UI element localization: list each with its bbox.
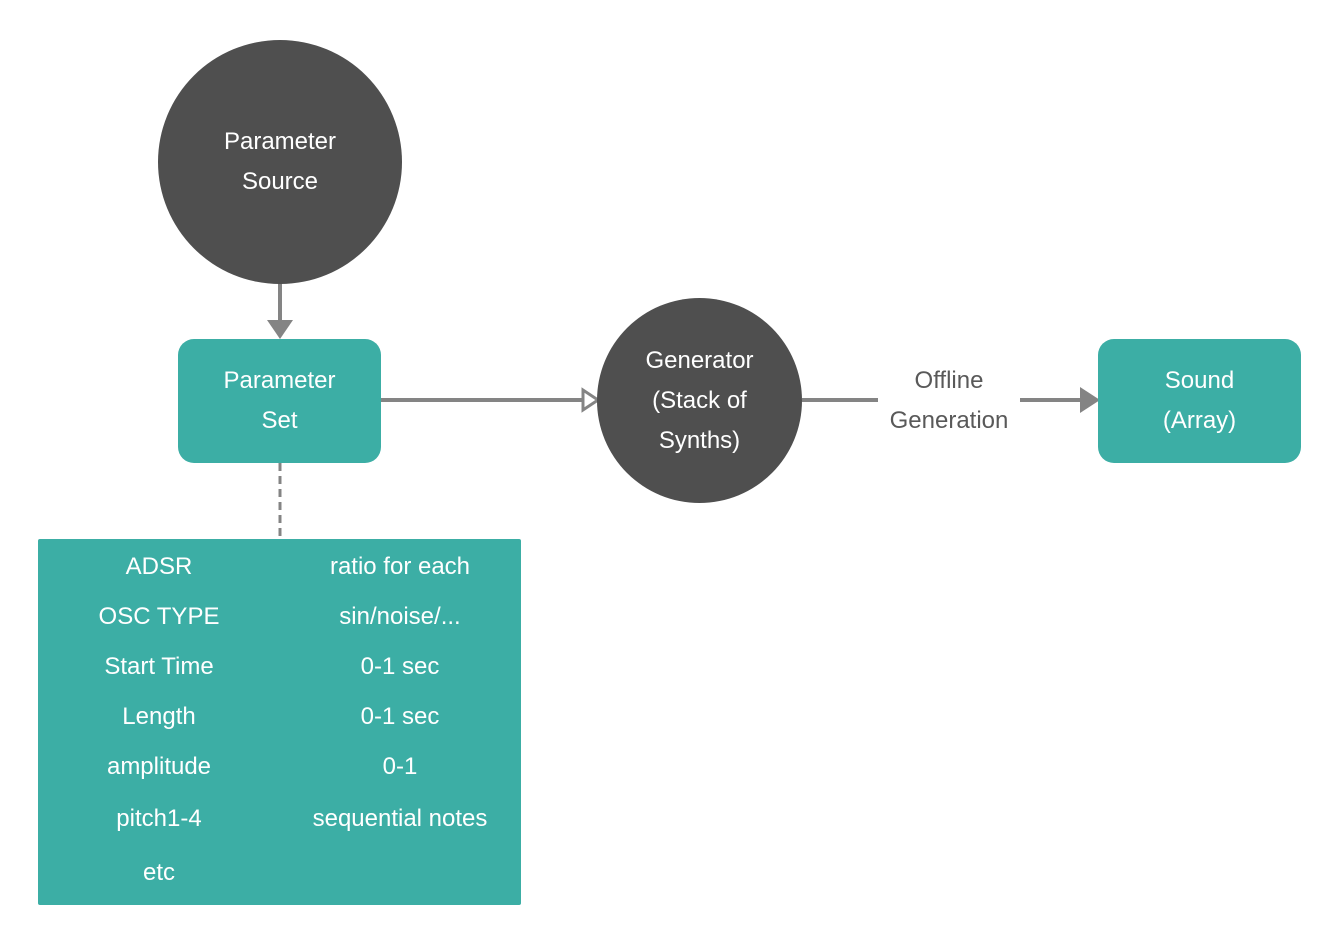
param-value: sin/noise/...	[339, 603, 461, 630]
param-name: pitch1-4	[116, 805, 202, 832]
node-label-line: (Stack of	[652, 386, 747, 414]
param-name: Length	[122, 703, 196, 730]
table-row: amplitude 0-1	[38, 747, 521, 787]
param-value: 0-1	[382, 753, 418, 780]
param-name: OSC TYPE	[98, 603, 220, 630]
edge-label-line: Offline	[914, 367, 984, 394]
param-value: 0-1 sec	[360, 653, 440, 680]
param-value: sequential notes	[312, 805, 488, 832]
param-name: Start Time	[104, 653, 214, 680]
edge-source-to-set	[267, 282, 293, 339]
param-value: ratio for each	[329, 553, 471, 580]
table-row: etc	[38, 853, 521, 893]
table-row: Start Time 0-1 sec	[38, 647, 521, 687]
table-row: pitch1-4 sequential notes	[38, 799, 521, 839]
node-label-line: Parameter	[223, 367, 336, 394]
node-label-line: Sound	[1164, 367, 1235, 394]
edge-set-to-generator	[381, 387, 601, 413]
edge-label-offline-generation: Offline Generation	[878, 361, 1020, 441]
node-label-line: Synths)	[658, 426, 741, 454]
node-label-line: (Array)	[1162, 407, 1237, 434]
param-name: amplitude	[106, 753, 212, 780]
node-label-line: Generator	[645, 346, 754, 374]
table-row: ADSR ratio for each	[38, 547, 521, 587]
sound-node[interactable]: Sound (Array)	[1098, 339, 1301, 463]
node-label-line: Set	[261, 407, 298, 434]
param-name: ADSR	[125, 553, 193, 580]
table-row: Length 0-1 sec	[38, 697, 521, 737]
table-row: OSC TYPE sin/noise/...	[38, 597, 521, 637]
parameter-source-node[interactable]: Parameter Source	[158, 40, 402, 284]
generator-node[interactable]: Generator (Stack of Synths)	[597, 298, 802, 503]
parameter-table: ADSR ratio for each OSC TYPE sin/noise/.…	[38, 539, 521, 905]
parameter-set-node[interactable]: Parameter Set	[178, 339, 381, 463]
param-value: 0-1 sec	[360, 703, 440, 730]
edge-label-line: Generation	[889, 407, 1009, 434]
node-label-line: Source	[241, 168, 319, 195]
param-name: etc	[142, 859, 175, 886]
node-label-line: Parameter	[223, 128, 337, 155]
